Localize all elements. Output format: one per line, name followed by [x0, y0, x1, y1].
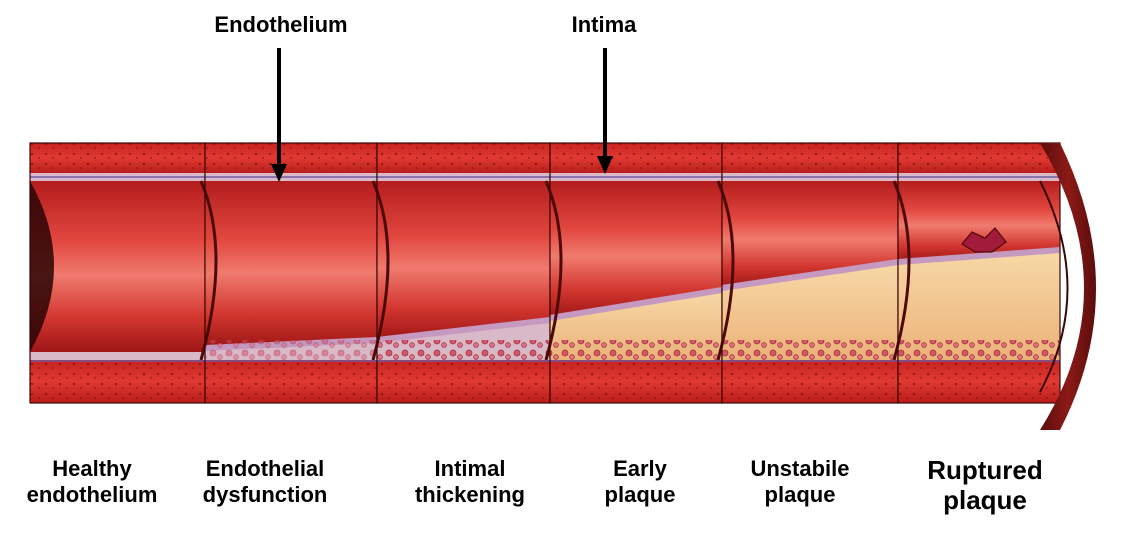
stage-label-line: Intimal: [385, 456, 555, 482]
artery-top-wall-texture: [30, 143, 205, 173]
stage-label-line: Ruptured: [905, 456, 1065, 486]
artery-top-wall-texture: [898, 143, 1060, 173]
stage-label-line: plaque: [725, 482, 875, 508]
foam-cells: [205, 340, 377, 360]
stage-label-line: plaque: [905, 486, 1065, 516]
stage-label-line: Healthy: [12, 456, 172, 482]
stage-label-healthy: Healthy endothelium: [12, 456, 172, 508]
artery-lumen: [205, 181, 377, 348]
stage-label-line: dysfunction: [180, 482, 350, 508]
endothelium-label: Endothelium: [196, 12, 366, 38]
stage-label-line: plaque: [575, 482, 705, 508]
stage-label-line: thickening: [385, 482, 555, 508]
intima-label: Intima: [554, 12, 654, 38]
artery-top-wall-texture: [205, 143, 377, 173]
artery-bottom-wall-texture: [550, 360, 722, 403]
stage-label-ruptured-plaque: Ruptured plaque: [905, 456, 1065, 516]
artery-bottom-wall-texture: [205, 360, 377, 403]
foam-cells: [722, 340, 898, 360]
stage-label-intimal-thickening: Intimal thickening: [385, 456, 555, 508]
artery-bottom-wall-texture: [377, 360, 550, 403]
foam-cells: [550, 340, 722, 360]
artery-bottom-wall-texture: [30, 360, 205, 403]
artery-lumen: [377, 181, 550, 340]
artery-top-wall-texture: [377, 143, 550, 173]
artery-bottom-wall-texture: [722, 360, 898, 403]
foam-cells: [898, 340, 1060, 360]
artery-top-wall-texture: [550, 143, 722, 173]
artery-lumen: [30, 181, 205, 352]
stage-label-line: Endothelial: [180, 456, 350, 482]
artery-top-wall-texture: [722, 143, 898, 173]
stage-label-endothelial-dysfunction: Endothelial dysfunction: [180, 456, 350, 508]
stage-label-line: Early: [575, 456, 705, 482]
artery-vessel: [30, 143, 1096, 430]
stage-label-early-plaque: Early plaque: [575, 456, 705, 508]
intima-layer-bottom: [30, 352, 205, 360]
foam-cells: [377, 340, 550, 360]
artery-bottom-wall-texture: [898, 360, 1060, 403]
stage-label-unstable-plaque: Unstabile plaque: [725, 456, 875, 508]
stage-label-line: endothelium: [12, 482, 172, 508]
stage-label-line: Unstabile: [725, 456, 875, 482]
